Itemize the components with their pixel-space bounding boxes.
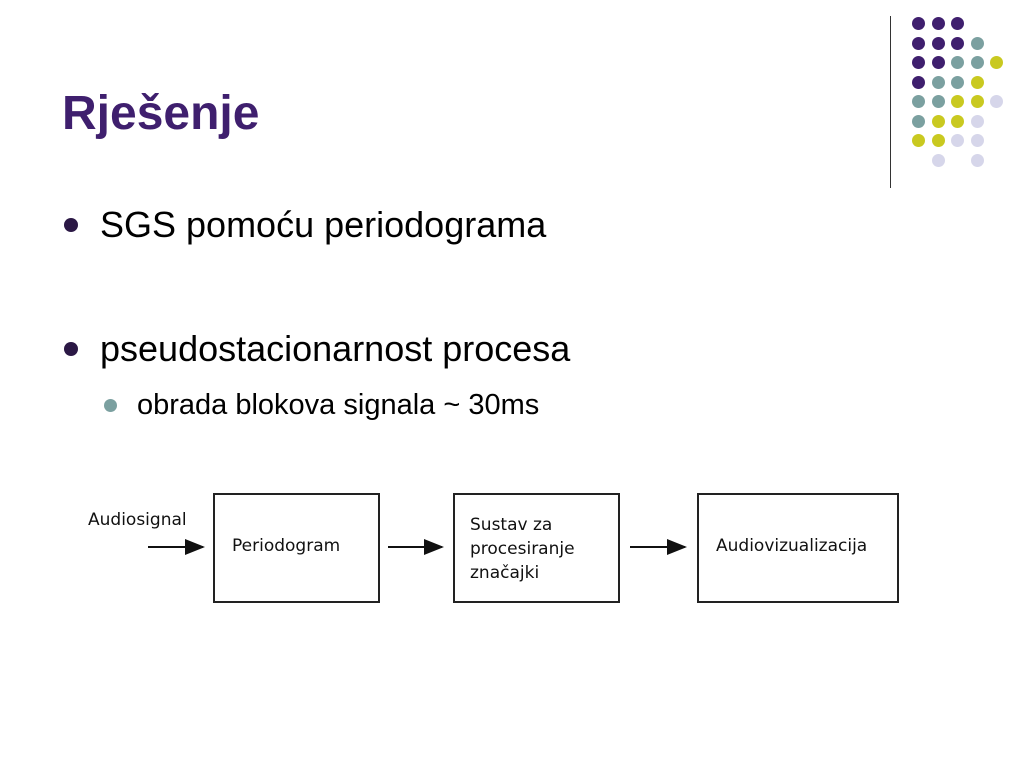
- block-periodogram-label: Periodogram: [232, 536, 340, 556]
- decorative-dot: [990, 95, 1003, 108]
- decorative-dot: [970, 36, 984, 50]
- decorative-dot: [931, 153, 945, 167]
- decorative-dot: [970, 153, 984, 167]
- decorative-dot-grid: [0, 0, 1024, 200]
- block-sustav-label-line-2: procesiranje: [470, 539, 575, 559]
- decorative-dot: [912, 56, 925, 69]
- bullet-text: pseudostacionarnost procesa: [100, 328, 571, 369]
- decorative-dot: [990, 56, 1003, 69]
- decorative-dot: [931, 56, 945, 69]
- decorative-dot: [931, 114, 945, 128]
- decorative-dot: [912, 114, 925, 128]
- decorative-dot: [970, 114, 984, 128]
- decorative-dot: [912, 36, 925, 50]
- sub-bullet-dot-icon: [104, 399, 117, 412]
- decorative-dot: [951, 95, 964, 108]
- decorative-dot: [970, 134, 984, 147]
- bullet-item-1: SGS pomoću periodograma: [64, 204, 546, 246]
- decorative-dot: [931, 95, 945, 108]
- sub-bullet-item-1: obrada blokova signala ~ 30ms: [104, 389, 539, 422]
- decorative-dot: [951, 17, 964, 30]
- decorative-dot: [931, 75, 945, 89]
- block-audiovizualizacija: [697, 493, 899, 603]
- decorative-dot: [951, 114, 964, 128]
- bullet-dot-icon: [64, 218, 78, 232]
- bullet-dot-icon: [64, 342, 78, 356]
- block-sustav-label-line-3: značajki: [470, 563, 539, 583]
- bullet-text: SGS pomoću periodograma: [100, 204, 547, 245]
- input-label-audiosignal: Audiosignal: [88, 510, 187, 530]
- decorative-dot: [912, 75, 925, 89]
- block-sustav-za-procesiranje: [453, 493, 620, 603]
- decorative-dot: [912, 134, 925, 147]
- decorative-dot: [912, 95, 925, 108]
- decorative-dot: [970, 95, 984, 108]
- decorative-dot: [931, 36, 945, 50]
- decorative-dot: [912, 17, 925, 30]
- decorative-dot: [951, 36, 964, 50]
- sub-bullet-text: obrada blokova signala ~ 30ms: [137, 389, 540, 421]
- decorative-dot: [951, 134, 964, 147]
- decorative-dot: [931, 134, 945, 147]
- decorative-dot: [951, 56, 964, 69]
- block-audiovizualizacija-label: Audiovizualizacija: [716, 536, 867, 556]
- decorative-dot: [951, 75, 964, 89]
- block-periodogram: [213, 493, 380, 603]
- block-sustav-label-line-1: Sustav za: [470, 515, 552, 535]
- slide-title: Rješenje: [62, 87, 260, 140]
- decorative-dot: [970, 56, 984, 69]
- decorative-dot: [970, 75, 984, 89]
- decorative-dot: [931, 17, 945, 30]
- vertical-divider: [890, 16, 891, 188]
- bullet-item-2: pseudostacionarnost procesa: [64, 328, 570, 370]
